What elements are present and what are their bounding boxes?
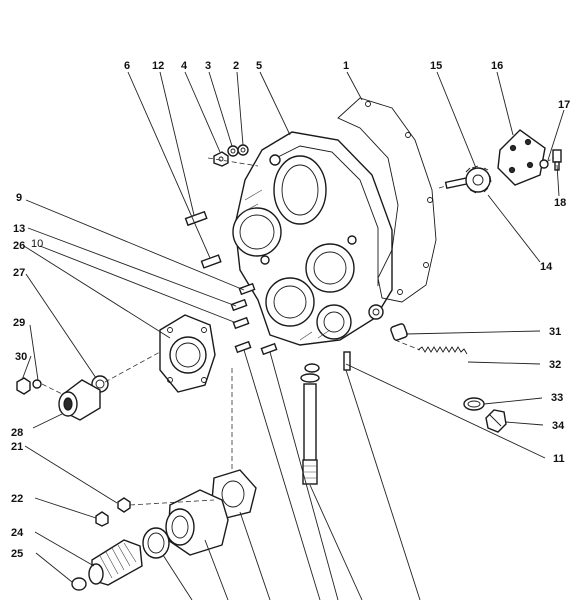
strainer-pipe bbox=[300, 351, 351, 485]
stud-lower bbox=[200, 254, 222, 269]
assembly-lines bbox=[41, 157, 555, 506]
label-5: 5 bbox=[256, 60, 262, 72]
label-27: 27 bbox=[13, 267, 25, 279]
filter-seal bbox=[71, 577, 87, 591]
label-17: 17 bbox=[558, 99, 570, 111]
label-6: 6 bbox=[124, 60, 130, 72]
washer bbox=[237, 144, 249, 156]
label-14: 14 bbox=[540, 261, 553, 273]
lower-washer bbox=[95, 511, 109, 527]
label-24: 24 bbox=[11, 527, 24, 539]
lower-elbow-housing bbox=[165, 489, 229, 556]
small-nut bbox=[213, 151, 229, 167]
label-11: 11 bbox=[553, 453, 565, 465]
label-33: 33 bbox=[551, 392, 563, 404]
lower-gasket-ring bbox=[142, 527, 170, 559]
filter-element bbox=[88, 539, 143, 586]
stud-upper bbox=[184, 210, 208, 227]
pump-cover-plate bbox=[497, 129, 546, 186]
lower-nut bbox=[117, 497, 131, 513]
spring-washer bbox=[227, 145, 239, 157]
label-29: 29 bbox=[13, 317, 25, 329]
label-28: 28 bbox=[11, 427, 23, 439]
label-25: 25 bbox=[11, 548, 23, 560]
main-housing bbox=[232, 131, 393, 346]
label-22: 22 bbox=[11, 493, 23, 505]
label-34: 34 bbox=[552, 420, 565, 432]
plug bbox=[390, 323, 408, 341]
cap-washer bbox=[32, 379, 42, 389]
drain-plug bbox=[485, 409, 507, 433]
label-30: 30 bbox=[15, 351, 27, 363]
label-3: 3 bbox=[205, 60, 211, 72]
label-16: 16 bbox=[491, 60, 503, 72]
label-21: 21 bbox=[11, 441, 23, 453]
o-ring bbox=[463, 397, 485, 411]
label-32: 32 bbox=[549, 359, 561, 371]
leader-lines bbox=[21, 71, 565, 600]
label-2: 2 bbox=[233, 60, 239, 72]
end-cap-housing bbox=[58, 379, 101, 421]
label-26: 26 bbox=[13, 240, 25, 252]
label-31: 31 bbox=[549, 326, 561, 338]
label-15: 15 bbox=[430, 60, 442, 72]
label-1: 1 bbox=[343, 60, 349, 72]
label-13: 13 bbox=[13, 223, 25, 235]
label-4: 4 bbox=[181, 60, 188, 72]
cap-nut bbox=[16, 377, 31, 395]
callout-labels: 1 2 3 4 5 6 12 15 16 17 18 14 9 13 10 26… bbox=[11, 60, 570, 560]
small-studs bbox=[230, 282, 278, 356]
oil-pump-gear bbox=[444, 165, 492, 194]
label-18: 18 bbox=[554, 197, 566, 209]
label-9: 9 bbox=[16, 192, 22, 204]
flange-gasket bbox=[159, 314, 216, 393]
gasket bbox=[337, 97, 437, 303]
label-12: 12 bbox=[152, 60, 164, 72]
label-10: 10 bbox=[31, 238, 43, 250]
spring bbox=[417, 346, 468, 355]
